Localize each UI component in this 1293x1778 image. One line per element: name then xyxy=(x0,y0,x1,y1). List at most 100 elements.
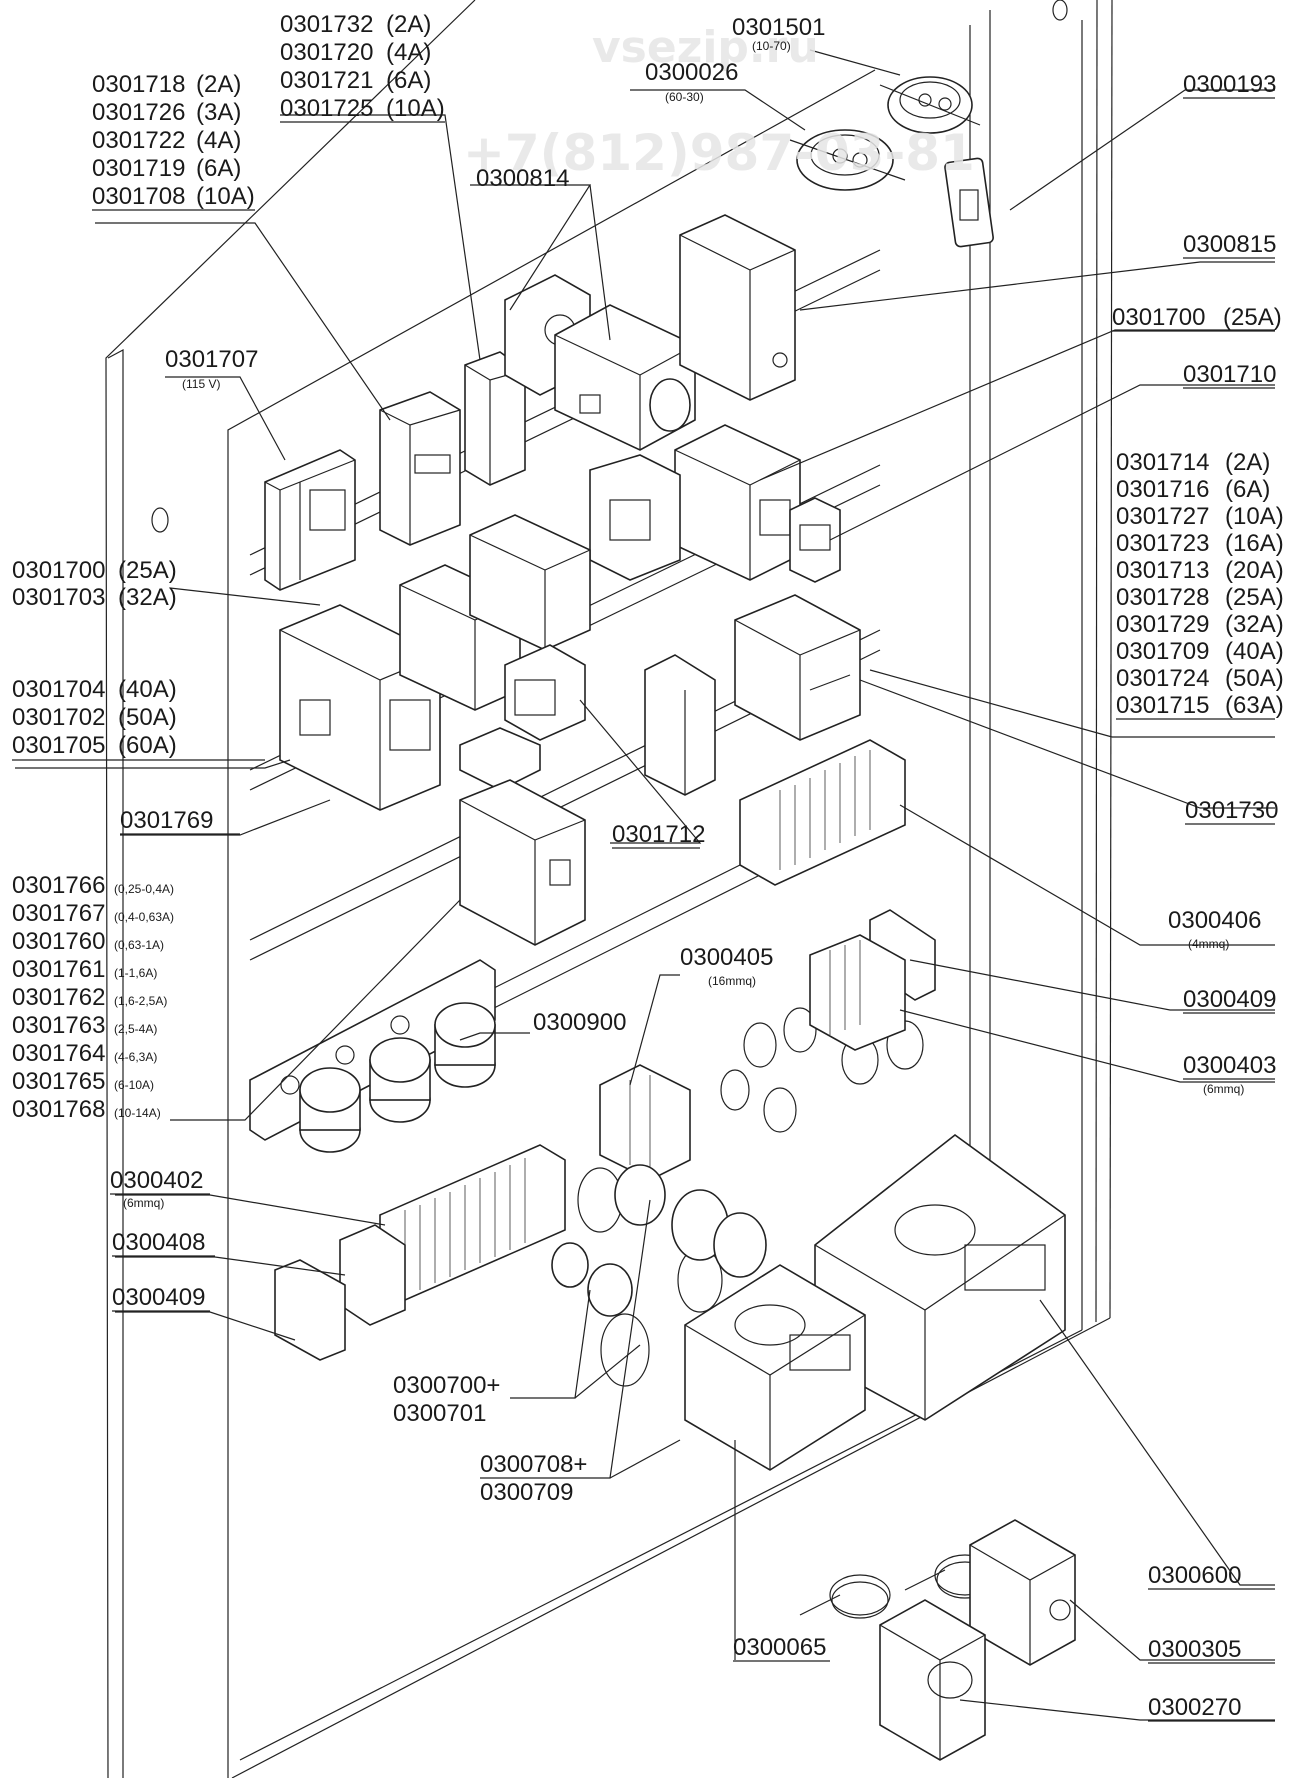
breaker-0301718 xyxy=(379,391,461,546)
range-0301762: (1,6-2,5A) xyxy=(114,994,167,1008)
relay-0300815 xyxy=(679,214,796,401)
label-0301702: 0301702 xyxy=(12,704,105,731)
range-0301763: (2,5-4A) xyxy=(114,1022,157,1036)
label-0301766: 0301766 xyxy=(12,872,105,899)
label-0301704: 0301704 xyxy=(12,676,105,703)
label-0301764: 0301764 xyxy=(12,1040,105,1067)
label-0301730: 0301730 xyxy=(1185,797,1278,824)
cable-gland-0300700 xyxy=(551,1242,633,1317)
label-0300409-right: 0300409 xyxy=(1183,986,1276,1013)
label-0300403: 0300403 xyxy=(1183,1052,1276,1079)
label-0301723: 0301723 xyxy=(1116,530,1209,557)
contactor-0301707 xyxy=(264,449,356,591)
label-0300814: 0300814 xyxy=(476,165,569,192)
watermark: vsezip.ru +7(812)987-03-81 xyxy=(463,22,975,182)
label-0300305: 0300305 xyxy=(1148,1636,1241,1663)
label-0301705: 0301705 xyxy=(12,732,105,759)
range-0301768: (10-14A) xyxy=(114,1106,161,1120)
label-0301732: 0301732 xyxy=(280,11,373,38)
range-0300026: (60-30) xyxy=(665,90,704,104)
rating-0301721: (6A) xyxy=(386,67,431,94)
transformer-0300600 xyxy=(814,1133,1066,1421)
timer-0300814 xyxy=(554,304,696,451)
label-0301720: 0301720 xyxy=(280,39,373,66)
label-0301707: 0301707 xyxy=(165,346,258,373)
label-0301728: 0301728 xyxy=(1116,584,1209,611)
label-0301768: 0301768 xyxy=(12,1096,105,1123)
thermostat-0300270 xyxy=(799,1574,986,1761)
label-0301725: 0301725 xyxy=(280,95,373,122)
label-0301722: 0301722 xyxy=(92,127,185,154)
label-0301716: 0301716 xyxy=(1116,476,1209,503)
rating-0301726: (3A) xyxy=(196,99,241,126)
label-0300193: 0300193 xyxy=(1183,71,1276,98)
label-0300600: 0300600 xyxy=(1148,1562,1241,1589)
rating-0301727: (10A) xyxy=(1225,503,1284,530)
rating-0301703: (32A) xyxy=(118,584,177,611)
rating-0301732: (2A) xyxy=(386,11,431,38)
label-0300065: 0300065 xyxy=(733,1634,826,1661)
label-0301729: 0301729 xyxy=(1116,611,1209,638)
terminal-block-0300402 xyxy=(379,1144,566,1301)
breaker-0301732 xyxy=(464,351,526,486)
section-0300402: (6mmq) xyxy=(123,1196,164,1210)
rating-0301713: (20A) xyxy=(1225,557,1284,584)
rating-0301708: (10A) xyxy=(196,183,255,210)
rating-0301728: (25A) xyxy=(1225,584,1284,611)
cable-gland-0300708 xyxy=(614,1164,767,1278)
terminal-block-0300406 xyxy=(739,739,906,886)
capacitor-0300900-b xyxy=(369,1037,431,1123)
rating-0301725: (10A) xyxy=(386,95,445,122)
motor-breaker-0301766 xyxy=(459,779,586,946)
label-0300701: 0300701 xyxy=(393,1400,486,1427)
label-0301703: 0301703 xyxy=(12,584,105,611)
label-0301760: 0301760 xyxy=(12,928,105,955)
label-0301710: 0301710 xyxy=(1183,361,1276,388)
label-0301708: 0301708 xyxy=(92,183,185,210)
rating-0301723: (16A) xyxy=(1225,530,1284,557)
rating-0301700-left: (25A) xyxy=(118,557,177,584)
thermostat-dial-0300026 xyxy=(789,129,906,191)
label-0300708: 0300708+ xyxy=(480,1451,587,1478)
rating-0301718: (2A) xyxy=(196,71,241,98)
aux-contact-0301710 xyxy=(789,497,841,583)
rating-0301705: (60A) xyxy=(118,732,177,759)
label-0301714: 0301714 xyxy=(1116,449,1209,476)
contactor-0301700-midright xyxy=(469,514,591,651)
capacitor-0300900-a xyxy=(299,1067,361,1153)
breaker-0301730 xyxy=(644,654,716,796)
range-0301765: (6-10A) xyxy=(114,1078,154,1092)
rating-0301715: (63A) xyxy=(1225,692,1284,719)
section-0300405: (16mmq) xyxy=(708,974,756,988)
rating-0301702: (50A) xyxy=(118,704,177,731)
switch-0300193 xyxy=(944,157,994,248)
range-0301766: (0,25-0,4A) xyxy=(114,882,174,896)
terminal-block-0300403 xyxy=(809,934,906,1051)
terminal-block-0300405 xyxy=(599,1064,691,1181)
label-0301700-left: 0301700 xyxy=(12,557,105,584)
label-0301769: 0301769 xyxy=(120,807,213,834)
rating-0301700-right: (25A) xyxy=(1223,304,1282,331)
label-0301724: 0301724 xyxy=(1116,665,1209,692)
section-0300406: (4mmq) xyxy=(1188,937,1229,951)
label-0301713: 0301713 xyxy=(1116,557,1209,584)
rating-0301729: (32A) xyxy=(1225,611,1284,638)
label-0301763: 0301763 xyxy=(12,1012,105,1039)
rating-0301720: (4A) xyxy=(386,39,431,66)
label-0301715: 0301715 xyxy=(1116,692,1209,719)
end-plate-0300409-lower xyxy=(274,1259,346,1361)
motor-breaker-cover-0301769 xyxy=(459,727,541,791)
label-0301709: 0301709 xyxy=(1116,638,1209,665)
label-0300815: 0300815 xyxy=(1183,231,1276,258)
label-0301727: 0301727 xyxy=(1116,503,1209,530)
rating-0301709: (40A) xyxy=(1225,638,1284,665)
voltage-0301707: (115 V) xyxy=(182,377,220,391)
label-0301718: 0301718 xyxy=(92,71,185,98)
range-0301501: (10-70) xyxy=(752,39,791,53)
watermark-site: vsezip.ru xyxy=(592,22,819,73)
rating-0301714: (2A) xyxy=(1225,449,1270,476)
thermostat-dial-0301501 xyxy=(879,76,981,134)
label-0301726: 0301726 xyxy=(92,99,185,126)
label-0300900: 0300900 xyxy=(533,1009,626,1036)
section-0300403: (6mmq) xyxy=(1203,1082,1244,1096)
